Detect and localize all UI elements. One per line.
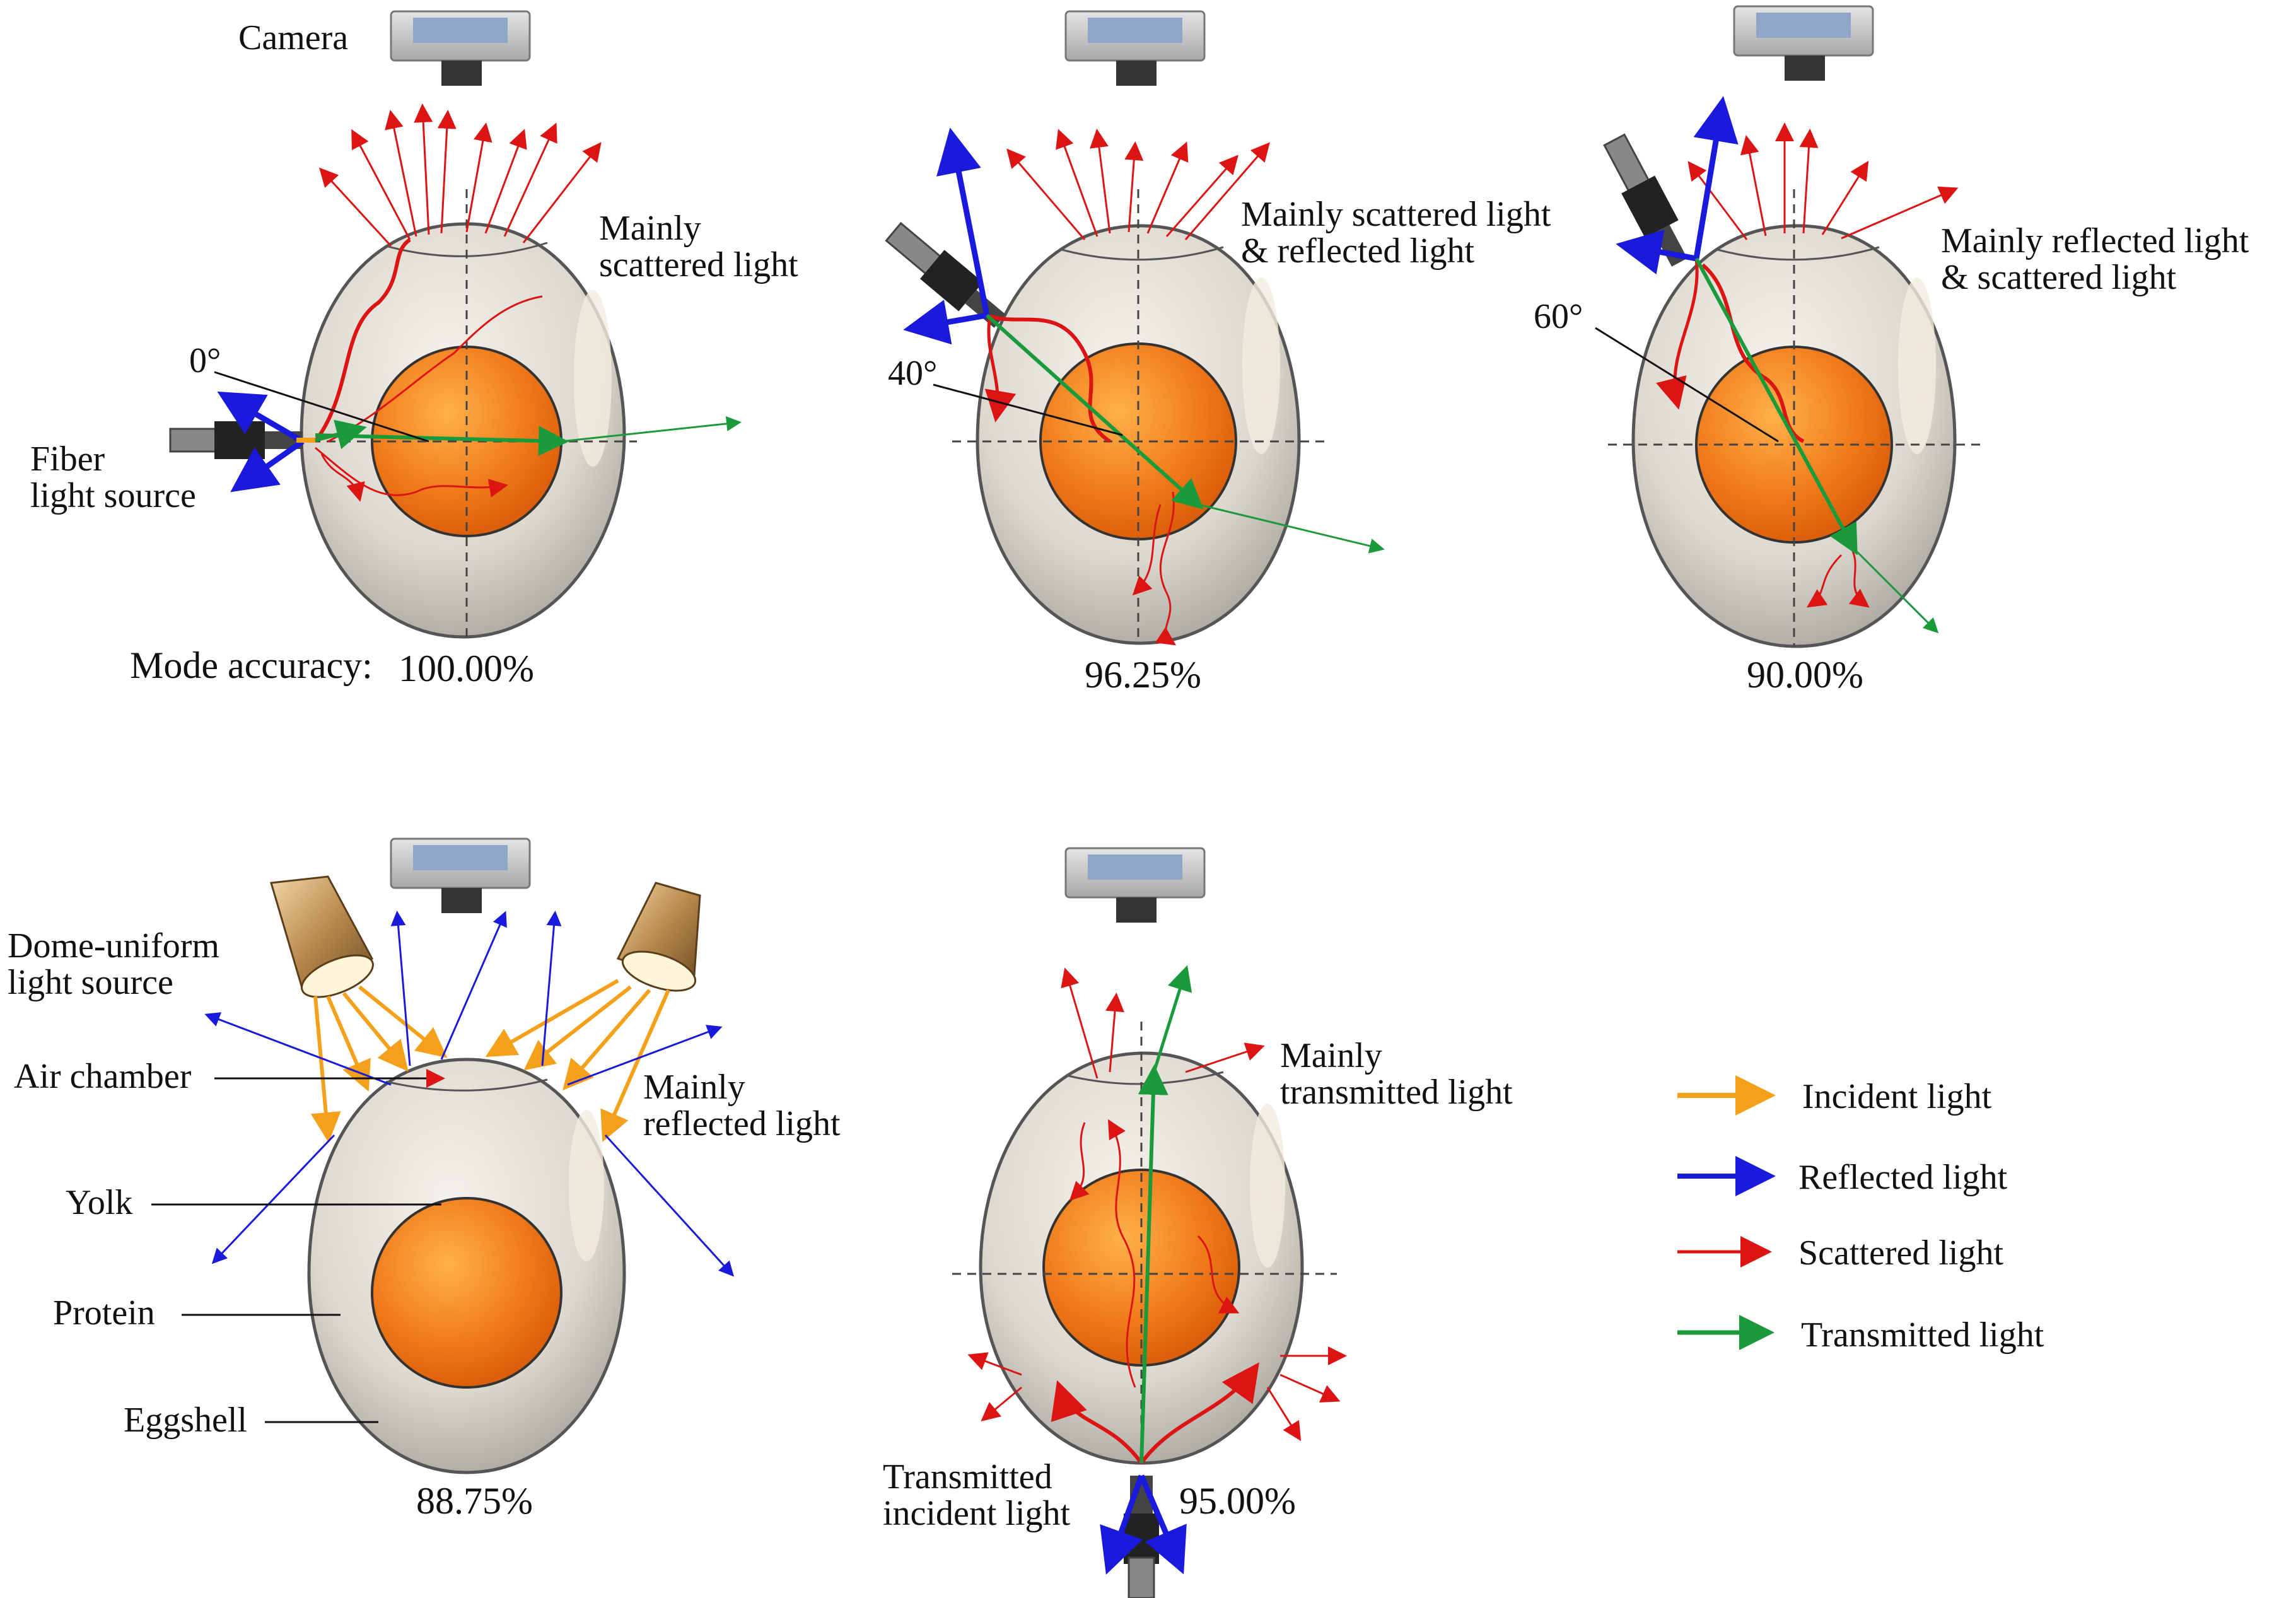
panel-40deg: 40° Mainly scattered light & reflected l… [885, 10, 1551, 696]
legend-label: Transmitted light [1801, 1315, 2044, 1355]
panel-0deg: Camera [30, 10, 798, 689]
yolk [371, 1197, 562, 1389]
note-line2: scattered light [599, 245, 798, 284]
panel-transmitted: Mainly transmitted light Transmitted inc… [883, 847, 1513, 1598]
camera-label: Camera [238, 18, 348, 57]
legend-item-incident: Incident light [1677, 1075, 1992, 1116]
transmitted-rays [985, 313, 1385, 554]
reflected-rays [1616, 96, 1739, 275]
scattered-rays [967, 967, 1347, 1464]
note-line1: Mainly [1280, 1036, 1382, 1075]
fiber-light-source [1124, 1476, 1159, 1598]
dome-lamp-left-icon [270, 875, 374, 998]
part-yolk: Yolk [66, 1183, 132, 1222]
accuracy-prefix: Mode accuracy: [130, 644, 373, 686]
dome-lamp-right-icon [616, 882, 701, 992]
reflected-rays [1100, 1474, 1187, 1575]
source-line1: Dome-uniform [8, 926, 219, 965]
note-line2: & scattered light [1941, 258, 2177, 297]
angle-pointer [1595, 327, 1779, 443]
scattered-rays [313, 103, 602, 502]
transmitted-rays [1694, 257, 1939, 634]
part-pointers [151, 1069, 445, 1423]
source-line1: Fiber [30, 440, 105, 479]
reflected-rays [903, 127, 990, 345]
accuracy-value: 95.00% [1179, 1480, 1296, 1522]
camera-icon [1064, 10, 1206, 86]
legend-item-scattered: Scattered light [1677, 1233, 2003, 1273]
accuracy-value: 100.00% [399, 648, 534, 689]
note-line1: Mainly reflected light [1941, 221, 2249, 260]
note-line1: Mainly scattered light [1241, 195, 1551, 234]
reflected-rays [217, 391, 305, 493]
legend-label: Scattered light [1798, 1233, 2003, 1273]
camera-icon [1064, 847, 1206, 923]
legend-label: Incident light [1802, 1077, 1992, 1116]
camera-icon [390, 837, 531, 913]
part-protein: Protein [53, 1293, 155, 1333]
scattered-rays [984, 129, 1270, 646]
note-line2: transmitted light [1280, 1073, 1513, 1112]
angle-pointer [933, 383, 1123, 436]
camera-icon [1733, 5, 1874, 81]
panel-60deg: 60° Mainly reflected light & scattered l… [1534, 5, 2249, 696]
reflected-rays [204, 911, 735, 1277]
angle-label: 60° [1534, 297, 1583, 336]
angle-pointer [214, 371, 429, 443]
transmitted-rays [315, 416, 742, 457]
legend-item-reflected: Reflected light [1677, 1156, 2008, 1197]
panel-dome: Dome-uniform light source Air chamber Yo… [8, 837, 841, 1522]
incident-rays [310, 979, 670, 1143]
part-eggshell: Eggshell [124, 1401, 247, 1440]
legend: Incident light Reflected light Scattered… [1677, 1075, 2044, 1355]
legend-label: Reflected light [1798, 1158, 2008, 1197]
source-line1: Transmitted [883, 1457, 1052, 1496]
note-line2: & reflected light [1241, 231, 1475, 271]
note-line1: Mainly [599, 209, 701, 248]
camera-icon [390, 10, 531, 86]
note-line2: reflected light [643, 1104, 841, 1143]
accuracy-value: 88.75% [416, 1480, 533, 1522]
accuracy-value: 90.00% [1747, 654, 1863, 696]
angle-label: 0° [189, 341, 221, 380]
legend-item-transmitted: Transmitted light [1677, 1315, 2044, 1355]
source-line2: incident light [883, 1494, 1071, 1533]
part-air-chamber: Air chamber [14, 1057, 192, 1096]
angle-label: 40° [888, 354, 937, 393]
source-line2: light source [8, 963, 173, 1002]
accuracy-value: 96.25% [1085, 654, 1201, 696]
note-line1: Mainly [643, 1068, 745, 1107]
source-line2: light source [30, 476, 196, 515]
transmitted-rays [1138, 965, 1192, 1464]
